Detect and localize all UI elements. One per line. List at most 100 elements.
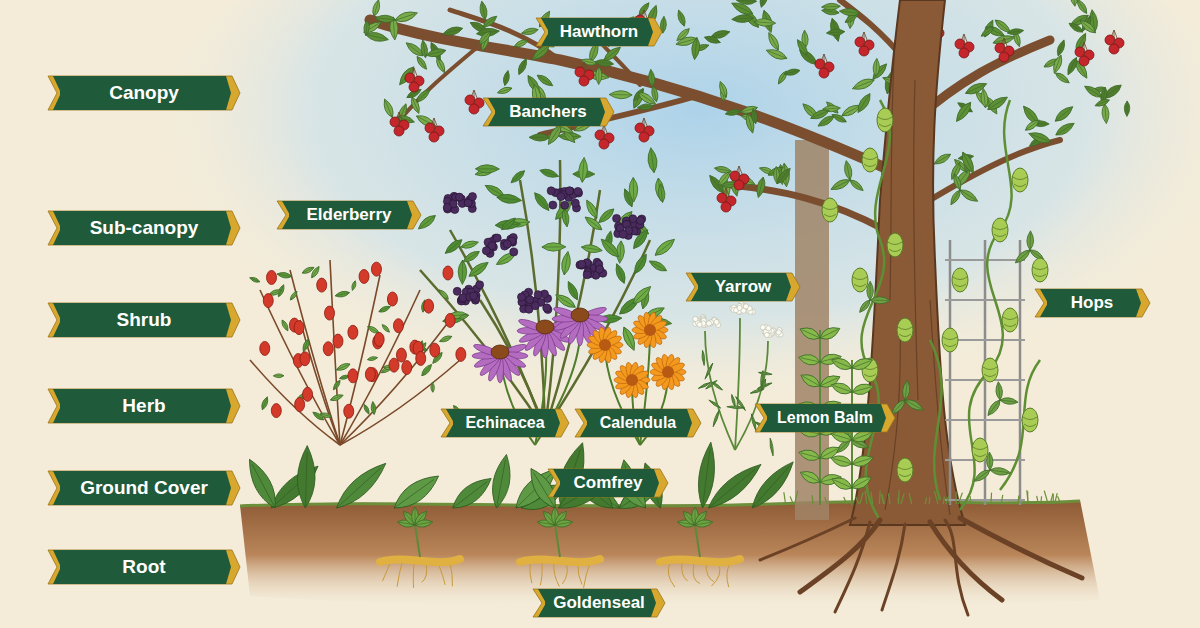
illustration-part — [415, 525, 420, 557]
illustration-part — [758, 0, 770, 8]
illustration-part — [710, 401, 721, 408]
layer-name: Shrub — [117, 310, 172, 331]
ribbon-tip — [651, 589, 656, 617]
illustration-part — [702, 449, 710, 508]
illustration-part — [818, 324, 842, 343]
illustration-part — [936, 154, 951, 163]
illustration-part — [851, 76, 876, 93]
illustration-part — [1032, 258, 1048, 282]
illustration-part — [584, 198, 601, 220]
illustration-part — [549, 201, 557, 209]
ribbon-tip — [226, 471, 231, 505]
illustration-part — [695, 37, 697, 57]
illustration-part — [469, 104, 479, 114]
illustration-part — [1031, 134, 1051, 141]
illustration-part — [295, 398, 305, 412]
illustration-part — [382, 563, 390, 581]
illustration-part — [431, 382, 435, 392]
ribbon-trim — [533, 589, 665, 617]
illustration-part — [613, 214, 621, 222]
illustration-part — [1109, 44, 1119, 54]
illustration-part — [456, 347, 466, 361]
illustration-part — [516, 57, 529, 76]
illustration-part — [1013, 177, 1027, 187]
illustration-part — [668, 563, 675, 587]
illustration-part — [420, 216, 435, 228]
ribbon-tail — [53, 76, 61, 110]
illustration-part — [972, 467, 992, 484]
illustration-part — [958, 187, 980, 204]
illustration-part — [468, 193, 476, 201]
illustration-part — [462, 260, 463, 282]
illustration-part — [539, 167, 560, 180]
plant-name: Calendula — [600, 414, 676, 432]
illustration-part — [730, 0, 755, 18]
ribbon-tail — [488, 98, 496, 126]
illustration-part — [663, 18, 664, 33]
illustration-part — [893, 400, 905, 413]
illustration-part — [447, 240, 462, 252]
illustration-part — [611, 94, 632, 95]
illustration-part — [505, 72, 508, 86]
illustration-part — [370, 401, 376, 415]
illustration-part — [905, 400, 921, 409]
illustration-part — [574, 187, 582, 195]
illustration-part — [760, 325, 765, 330]
illustration-part — [704, 34, 722, 45]
illustration-part — [759, 372, 771, 374]
illustration-part — [980, 25, 996, 38]
illustration-part — [428, 50, 446, 54]
illustration-part — [914, 80, 918, 400]
illustration-part — [870, 296, 890, 304]
illustration-part — [859, 46, 869, 56]
illustration-part — [453, 481, 488, 508]
illustration-part — [1027, 130, 1052, 146]
illustration-part — [550, 125, 561, 142]
illustration-part — [1017, 496, 1019, 504]
ribbon-body — [60, 76, 226, 110]
illustration-part — [833, 386, 852, 392]
illustration-part — [432, 383, 433, 392]
illustration-part — [930, 140, 1060, 200]
illustration-part — [751, 414, 755, 429]
illustration-part — [801, 453, 820, 458]
illustration-part — [653, 87, 656, 101]
illustration-part — [565, 187, 573, 195]
illustration-part — [303, 387, 313, 401]
illustration-part — [374, 332, 384, 346]
illustration-part — [1069, 0, 1078, 7]
illustration-part — [425, 47, 447, 59]
illustration-part — [714, 319, 719, 324]
illustration-part — [243, 456, 283, 512]
illustration-part — [633, 177, 634, 199]
illustration-part — [960, 100, 1012, 510]
illustration-part — [1007, 28, 1024, 36]
illustration-part — [952, 173, 963, 191]
illustration-part — [828, 32, 845, 33]
illustration-part — [540, 170, 557, 175]
illustration-part — [599, 339, 611, 351]
illustration-part — [850, 473, 874, 492]
illustration-part — [776, 330, 781, 335]
ribbon-trim — [48, 211, 240, 245]
illustration-part — [564, 209, 567, 225]
illustration-part — [945, 520, 968, 615]
illustration-part — [797, 352, 821, 366]
ribbon-tip — [226, 303, 231, 337]
illustration-part — [1068, 21, 1085, 35]
illustration-part — [727, 405, 745, 409]
illustration-part — [630, 227, 651, 251]
illustration-part — [366, 20, 367, 34]
illustration-part — [638, 93, 654, 104]
illustration-part — [651, 150, 654, 172]
illustration-part — [565, 280, 581, 302]
illustration-part — [251, 278, 260, 282]
illustration-part — [750, 414, 757, 432]
illustration-part — [482, 3, 485, 20]
illustration-part — [802, 473, 820, 482]
illustration-part — [453, 287, 461, 295]
illustration-part — [648, 258, 669, 274]
illustration-part — [795, 38, 810, 56]
illustration-part — [250, 360, 340, 445]
plant-name: Comfrey — [574, 474, 643, 493]
